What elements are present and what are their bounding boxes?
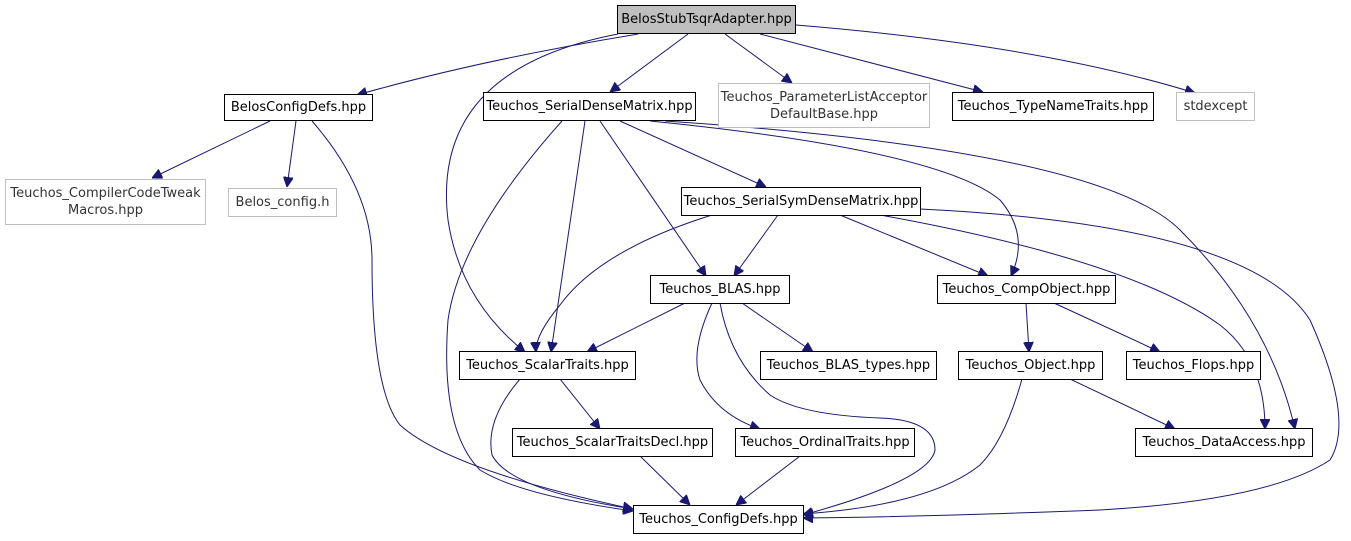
edge-belos-config-defs-to-config-defs <box>311 120 633 509</box>
node-label: stdexcept <box>1183 99 1248 114</box>
node-object[interactable]: Teuchos_Object.hpp <box>958 351 1103 380</box>
edge-blas-to-ordinal-traits <box>696 302 760 429</box>
edge-belos-config-defs-to-compiler-code-tweak <box>152 120 271 178</box>
edge-ssdm-to-data-access <box>879 214 1265 429</box>
edge-root-to-belos-config-defs <box>357 33 639 95</box>
node-config-defs[interactable]: Teuchos_ConfigDefs.hpp <box>633 505 804 534</box>
edge-blas-to-config-defs <box>719 302 936 515</box>
edge-scalar-traits-to-decl <box>559 378 600 429</box>
node-parameter-list-acceptor[interactable]: Teuchos_ParameterListAcceptor DefaultBas… <box>718 83 930 128</box>
edge-belos-config-defs-to-belos-config-h <box>287 120 297 187</box>
node-label: Teuchos_BLAS.hpp <box>659 282 781 297</box>
edge-decl-to-config-defs <box>639 455 690 505</box>
node-label: Teuchos_ConfigDefs.hpp <box>639 512 798 527</box>
node-label-line2: Macros.hpp <box>68 203 143 218</box>
node-belos-config-h[interactable]: Belos_config.h <box>228 188 337 217</box>
node-flops[interactable]: Teuchos_Flops.hpp <box>1126 351 1261 380</box>
edge-comp-object-to-flops <box>1053 302 1160 352</box>
edge-scalar-traits-to-config-defs <box>490 378 633 509</box>
node-blas-types[interactable]: Teuchos_BLAS_types.hpp <box>760 351 937 380</box>
edge-blas-to-scalar-traits <box>587 302 686 352</box>
node-label-line2: DefaultBase.hpp <box>769 106 879 122</box>
node-label-line1: Teuchos_CompilerCodeTweak <box>10 186 201 201</box>
edge-sdm-to-scalar-traits <box>551 120 586 352</box>
edge-root-to-stdexcept <box>795 24 1195 93</box>
edge-sdm-to-config-defs <box>446 120 633 511</box>
node-label: Teuchos_SerialSymDenseMatrix.hpp <box>683 194 919 209</box>
edge-ssdm-to-config-defs <box>803 208 1340 518</box>
node-label: Teuchos_BLAS_types.hpp <box>766 358 931 373</box>
node-belos-stub-tsqr-adapter[interactable]: BelosStubTsqrAdapter.hpp <box>617 5 796 34</box>
node-label: Teuchos_DataAccess.hpp <box>1142 435 1306 450</box>
edge-root-to-serial-dense-matrix <box>610 33 689 92</box>
edge-object-to-data-access <box>1069 378 1175 429</box>
edge-root-to-scalar-traits <box>446 33 619 352</box>
node-ordinal-traits[interactable]: Teuchos_OrdinalTraits.hpp <box>735 428 915 457</box>
node-label: Teuchos_ScalarTraits.hpp <box>466 358 629 373</box>
edge-sdm-to-sym-dense-matrix <box>619 120 766 187</box>
node-compiler-code-tweak-macros[interactable]: Teuchos_CompilerCodeTweak Macros.hpp <box>5 179 206 225</box>
edge-ordinal-traits-to-config-defs <box>736 455 801 505</box>
node-label: Teuchos_TypeNameTraits.hpp <box>957 99 1149 114</box>
node-label: Teuchos_OrdinalTraits.hpp <box>740 435 910 450</box>
edge-ssdm-to-blas <box>734 214 779 276</box>
node-serial-dense-matrix[interactable]: Teuchos_SerialDenseMatrix.hpp <box>483 92 696 121</box>
node-type-name-traits[interactable]: Teuchos_TypeNameTraits.hpp <box>952 92 1154 121</box>
edge-ssdm-to-scalar-traits <box>536 214 713 352</box>
edge-object-to-config-defs <box>803 378 1023 514</box>
edge-root-to-type-name-traits <box>759 33 983 92</box>
node-label: Teuchos_ScalarTraitsDecl.hpp <box>516 435 709 450</box>
node-label: Teuchos_SerialDenseMatrix.hpp <box>486 99 693 114</box>
node-data-access[interactable]: Teuchos_DataAccess.hpp <box>1135 428 1313 457</box>
node-stdexcept[interactable]: stdexcept <box>1176 92 1255 121</box>
node-serial-sym-dense-matrix[interactable]: Teuchos_SerialSymDenseMatrix.hpp <box>681 187 921 216</box>
node-label-line1: Teuchos_ParameterListAcceptor <box>720 89 928 105</box>
edge-ssdm-to-comp-object <box>839 214 988 276</box>
edge-sdm-to-blas <box>599 120 706 276</box>
node-label: BelosConfigDefs.hpp <box>230 100 367 115</box>
node-scalar-traits[interactable]: Teuchos_ScalarTraits.hpp <box>459 351 636 380</box>
edge-blas-to-blas-types <box>741 302 813 352</box>
node-label: Teuchos_Object.hpp <box>965 358 1096 373</box>
node-scalar-traits-decl[interactable]: Teuchos_ScalarTraitsDecl.hpp <box>512 428 713 457</box>
edge-root-to-parameter-list-acceptor <box>724 33 792 83</box>
edge-sdm-to-comp-object <box>649 120 1018 276</box>
node-belos-config-defs[interactable]: BelosConfigDefs.hpp <box>224 94 373 121</box>
node-label: Belos_config.h <box>235 195 330 210</box>
node-label: Teuchos_CompObject.hpp <box>942 282 1111 297</box>
node-label: BelosStubTsqrAdapter.hpp <box>621 12 792 27</box>
node-blas[interactable]: Teuchos_BLAS.hpp <box>650 275 790 304</box>
node-comp-object[interactable]: Teuchos_CompObject.hpp <box>937 275 1116 304</box>
node-label: Teuchos_Flops.hpp <box>1132 358 1255 373</box>
edge-comp-object-to-object <box>1026 302 1029 352</box>
edge-sdm-to-data-access <box>664 120 1295 429</box>
